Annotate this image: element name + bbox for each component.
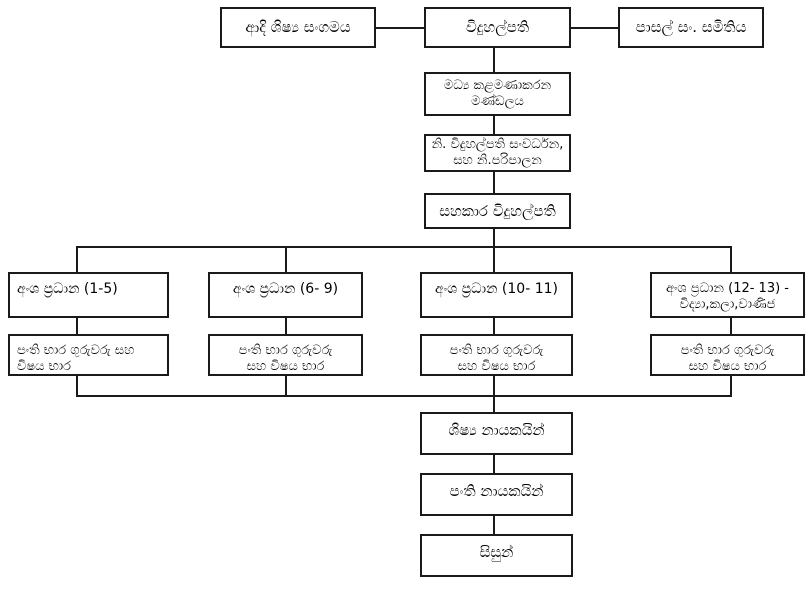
node-class-teachers-3[interactable]: පංති භාර ගුරුවරු සහ විෂය භාර — [420, 334, 573, 376]
node-class-teachers-2[interactable]: පංති භාර ගුරුවරු සහ විෂය භාර — [208, 334, 363, 376]
connector-section-heads-bus — [76, 246, 731, 248]
node-school-development-society[interactable]: පාසල් සං. සමිතිය — [618, 7, 764, 48]
connector-teachers-collector-bus — [76, 395, 731, 397]
node-principal-label: විදුහල්පති — [465, 18, 530, 37]
connector-teachers-2-bus — [285, 376, 287, 397]
node-deputy-principals[interactable]: නි. විදුහල්පති සංවර්ධන, සහ නි.පරිපාලන — [424, 134, 571, 172]
connector-section-head-3-teachers — [493, 318, 495, 334]
connector-section-head-4-teachers — [730, 318, 732, 334]
node-section-head-grades-12-13[interactable]: අංශ ප්‍රධාන (12- 13) - විද්‍යා,කලා,වාණිජ — [650, 272, 805, 318]
connector-principal-society — [571, 27, 618, 29]
node-section-head-grades-1-5[interactable]: අංශ ප්‍රධාන (1-5) — [8, 272, 169, 318]
connector-middle-management-deputies — [493, 116, 495, 134]
node-students[interactable]: සිසුන් — [420, 534, 573, 577]
node-alumni-association[interactable]: ආදි ශිෂ්‍ය සංගමය — [220, 7, 376, 48]
node-alumni-association-label: ආදි ශිෂ්‍ය සංගමය — [245, 18, 351, 37]
node-student-leaders-label: ශිෂ්‍ය නායකයින් — [448, 421, 545, 439]
connector-deputies-assistant-principal — [493, 172, 495, 193]
connector-section-head-1-teachers — [76, 318, 78, 334]
connector-bus-to-section-head-1 — [76, 246, 78, 272]
node-class-teachers-1[interactable]: පංති භාර ගුරුවරු සහ විෂය භාර — [8, 334, 169, 376]
node-section-head-grades-6-9[interactable]: අංශ ප්‍රධාන (6- 9) — [208, 272, 363, 318]
node-class-leaders[interactable]: පංති නායකයින් — [420, 473, 573, 516]
node-section-head-grades-1-5-label: අංශ ප්‍රධාන (1-5) — [17, 281, 118, 297]
node-class-teachers-2-label: පංති භාර ගුරුවරු සහ විෂය භාර — [238, 343, 333, 375]
connector-bus-to-section-head-3 — [493, 246, 495, 272]
connector-section-head-2-teachers — [285, 318, 287, 334]
node-middle-management-board[interactable]: මධ්‍ය කළමණාකරන මණ්ඩලය — [424, 72, 571, 116]
node-middle-management-board-label: මධ්‍ය කළමණාකරන මණ්ඩලය — [443, 77, 552, 109]
connector-bus-to-section-head-4 — [730, 246, 732, 272]
connector-bus-to-section-head-2 — [285, 246, 287, 272]
node-assistant-principal[interactable]: සහකාර විදුහල්පති — [424, 193, 571, 229]
node-assistant-principal-label: සහකාර විදුහල්පති — [439, 201, 556, 220]
node-class-teachers-4[interactable]: පංති භාර ගුරුවරු සහ විෂය භාර — [650, 334, 805, 376]
connector-principal-middle-management — [493, 48, 495, 72]
connector-teachers-1-bus — [76, 376, 78, 397]
node-class-teachers-1-label: පංති භාර ගුරුවරු සහ විෂය භාර — [17, 343, 135, 375]
connector-bus-student-leaders — [493, 395, 495, 412]
node-students-label: සිසුන් — [479, 543, 514, 561]
node-principal[interactable]: විදුහල්පති — [424, 7, 571, 48]
connector-teachers-4-bus — [730, 376, 732, 397]
connector-assistant-principal-bus — [493, 229, 495, 248]
node-student-leaders[interactable]: ශිෂ්‍ය නායකයින් — [420, 412, 573, 455]
connector-alumni-principal — [376, 27, 424, 29]
node-school-development-society-label: පාසල් සං. සමිතිය — [635, 18, 747, 37]
node-class-leaders-label: පංති නායකයින් — [449, 482, 544, 500]
node-class-teachers-3-label: පංති භාර ගුරුවරු සහ විෂය භාර — [449, 343, 544, 375]
node-section-head-grades-10-11[interactable]: අංශ ප්‍රධාන (10- 11) — [420, 272, 573, 318]
node-class-teachers-4-label: පංති භාර ගුරුවරු සහ විෂය භාර — [680, 343, 775, 375]
node-section-head-grades-10-11-label: අංශ ප්‍රධාන (10- 11) — [435, 281, 558, 297]
connector-teachers-3-bus — [493, 376, 495, 397]
node-section-head-grades-6-9-label: අංශ ප්‍රධාන (6- 9) — [232, 281, 339, 297]
connector-student-leaders-class-leaders — [493, 455, 495, 473]
node-deputy-principals-label: නි. විදුහල්පති සංවර්ධන, සහ නි.පරිපාලන — [431, 136, 564, 168]
node-section-head-grades-12-13-label: අංශ ප්‍රධාන (12- 13) - විද්‍යා,කලා,වාණිජ — [665, 281, 789, 313]
connector-class-leaders-students — [493, 516, 495, 534]
